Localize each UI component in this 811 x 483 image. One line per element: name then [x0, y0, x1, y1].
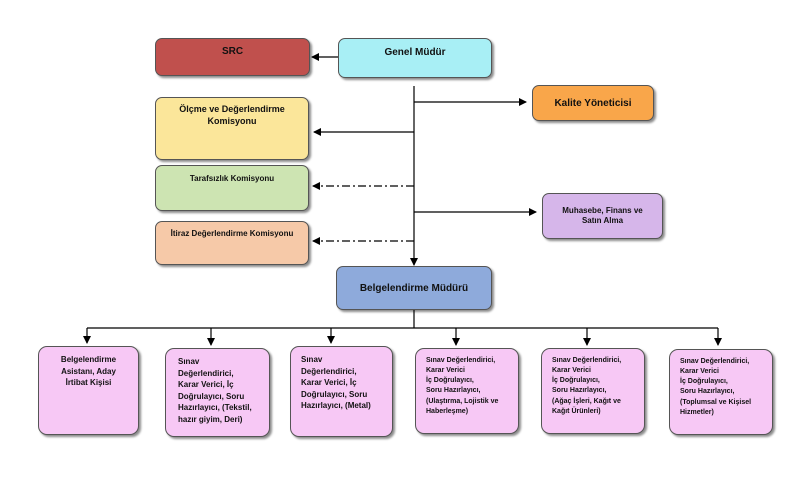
- bottom-node-toplumsal: Sınav Değerlendirici, Karar Verici İç Do…: [669, 349, 773, 435]
- src-node: SRC: [155, 38, 310, 76]
- muhasebe-node: Muhasebe, Finans ve Satın Alma: [542, 193, 663, 239]
- belgelendirme-muduru-node: Belgelendirme Müdürü: [336, 266, 492, 310]
- bottom-node-agac: Sınav Değerlendirici, Karar Verici İç Do…: [541, 348, 645, 434]
- bottom-node-ulastirma: Sınav Değerlendirici, Karar Verici İç Do…: [415, 348, 519, 434]
- bottom-node-metal: Sınav Değerlendirici, Karar Verici, İç D…: [290, 346, 393, 437]
- bottom-node-tekstil: Sınav Değerlendirici, Karar Verici, İç D…: [165, 348, 270, 437]
- bottom-node-asistan: Belgelendirme Asistanı, Aday İrtibat Kiş…: [38, 346, 139, 435]
- olcme-komisyonu-node: Ölçme ve Değerlendirme Komisyonu: [155, 97, 309, 160]
- itiraz-komisyonu-node: İtiraz Değerlendirme Komisyonu: [155, 221, 309, 265]
- genel-mudur-node: Genel Müdür: [338, 38, 492, 78]
- kalite-yoneticisi-node: Kalite Yöneticisi: [532, 85, 654, 121]
- tarafsizlik-komisyonu-node: Tarafsızlık Komisyonu: [155, 165, 309, 211]
